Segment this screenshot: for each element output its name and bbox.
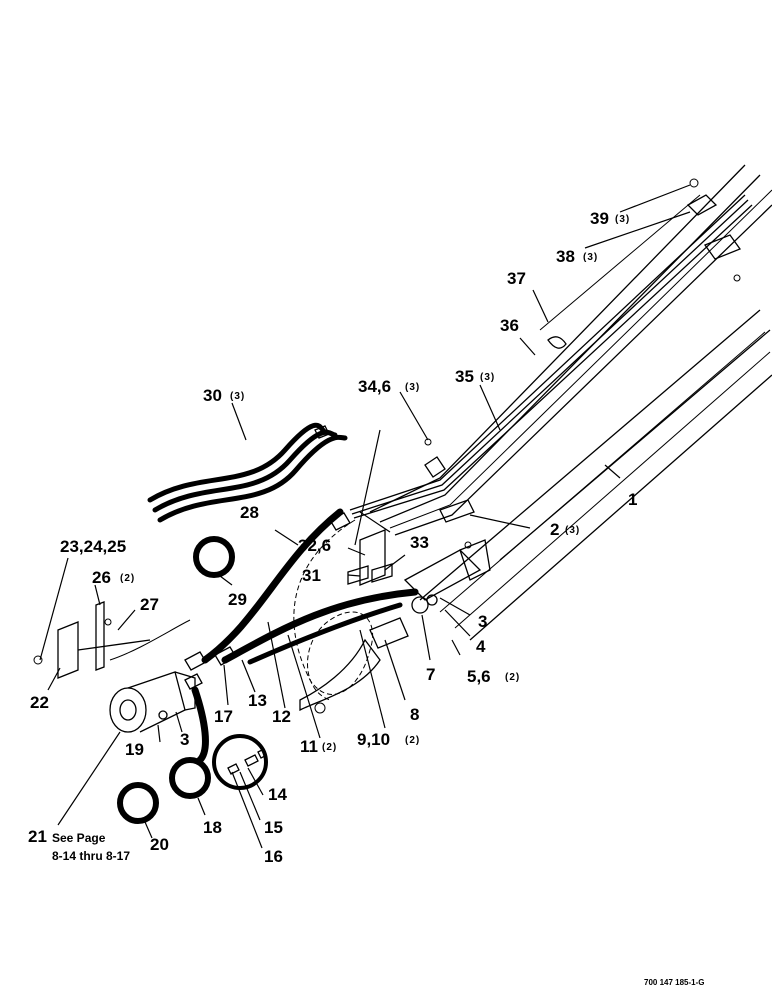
callout-29: 29 <box>228 590 247 609</box>
callout-38: 38 <box>556 247 575 266</box>
callout-11-qty: (2) <box>322 742 337 753</box>
mount-bracket <box>33 601 191 679</box>
callout-16: 16 <box>264 847 283 866</box>
callout-39-qty: (3) <box>615 214 630 225</box>
valve-block <box>299 539 491 714</box>
drawing-number: 700 147 185-1-G <box>644 978 705 987</box>
upper-rails <box>369 164 772 536</box>
see-page-note: See Page <box>52 831 106 845</box>
bracket-assembly <box>347 529 393 586</box>
pump-assembly <box>109 671 196 733</box>
main-tube <box>419 309 772 641</box>
callout-34-6-qty: (3) <box>405 382 420 393</box>
callout-7: 7 <box>426 665 435 684</box>
hose-12 <box>247 602 403 665</box>
callout-26-qty: (2) <box>120 573 135 584</box>
callout-31: 31 <box>302 566 321 585</box>
rail-clamps <box>424 178 742 549</box>
callout-34-6: 34,6 <box>358 377 391 396</box>
callout-15: 15 <box>264 818 283 837</box>
pump-fittings <box>184 425 351 690</box>
detail-fittings <box>227 749 266 775</box>
hose-28 <box>201 508 344 664</box>
callout-8: 8 <box>410 705 419 724</box>
callout-37: 37 <box>507 269 526 288</box>
callout-2: 2 <box>550 520 559 539</box>
callout-30-qty: (3) <box>230 391 245 402</box>
callout-36: 36 <box>500 316 519 335</box>
callout-28: 28 <box>240 503 259 522</box>
callout-38-qty: (3) <box>583 252 598 263</box>
callout-9-10-qty: (2) <box>405 735 420 746</box>
callout-5-6-qty: (2) <box>505 672 520 683</box>
callout-9-10: 9,10 <box>357 730 390 749</box>
callout-19: 19 <box>125 740 144 759</box>
oring-20 <box>117 782 159 824</box>
hose-bundle <box>349 194 753 519</box>
callout-26: 26 <box>92 568 111 587</box>
callout-35: 35 <box>455 367 474 386</box>
oring-18 <box>169 757 211 799</box>
leader-lines <box>39 184 691 849</box>
callout-labels: 1 2 (3) 3 4 5,6 (2) 7 8 9,10 (2) 11 (2) … <box>28 209 705 987</box>
hose-13 <box>221 588 419 664</box>
hose-17 <box>191 686 209 764</box>
callout-3-right: 3 <box>478 612 487 631</box>
callout-22: 22 <box>30 693 49 712</box>
callout-4: 4 <box>476 637 486 656</box>
callout-32-6: 32,6 <box>298 536 331 555</box>
callout-2-qty: (3) <box>565 525 580 536</box>
callout-14: 14 <box>268 785 287 804</box>
see-page-range: 8-14 thru 8-17 <box>52 849 130 863</box>
callout-21: 21 <box>28 827 47 846</box>
callout-12: 12 <box>272 707 291 726</box>
callout-30: 30 <box>203 386 222 405</box>
detail-circle-14-16 <box>212 734 268 790</box>
callout-20: 20 <box>150 835 169 854</box>
callout-3-left: 3 <box>180 730 189 749</box>
callout-1: 1 <box>628 490 637 509</box>
callout-39: 39 <box>590 209 609 228</box>
dashed-path <box>293 519 374 701</box>
callout-23-24-25: 23,24,25 <box>60 537 126 556</box>
callout-27: 27 <box>140 595 159 614</box>
callout-18: 18 <box>203 818 222 837</box>
callout-13: 13 <box>248 691 267 710</box>
callout-5-6: 5,6 <box>467 667 491 686</box>
callout-35-qty: (3) <box>480 372 495 383</box>
callout-33: 33 <box>410 533 429 552</box>
oring-29 <box>193 536 235 578</box>
callout-11: 11 <box>300 737 318 756</box>
callout-17: 17 <box>214 707 233 726</box>
